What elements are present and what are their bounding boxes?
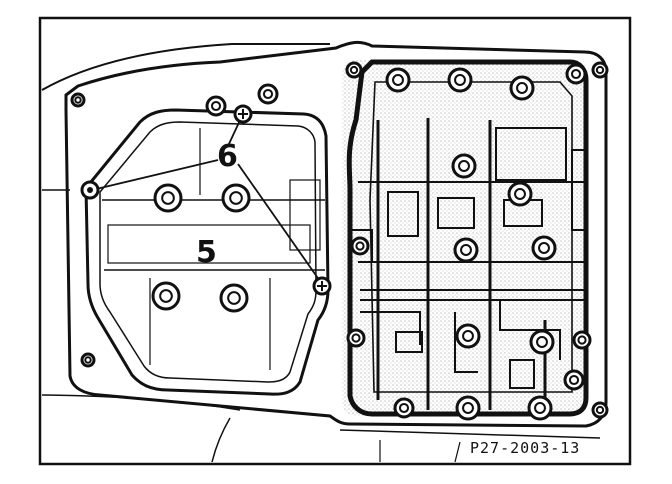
bolt-boss <box>385 67 411 93</box>
bolt-bosses <box>70 61 609 421</box>
bolt-boss <box>447 67 473 93</box>
bolt-boss <box>591 401 609 419</box>
bolt-boss <box>563 369 585 391</box>
bolt-boss <box>80 352 96 368</box>
bolt-boss <box>151 281 181 311</box>
bolt-boss <box>507 181 533 207</box>
bolt-boss <box>451 153 477 179</box>
bolt-boss <box>591 61 609 79</box>
bolt-boss <box>205 95 227 117</box>
screw-right <box>312 276 332 296</box>
bolt-boss <box>393 397 415 419</box>
bolt-boss <box>453 237 479 263</box>
bolt-boss <box>455 395 481 421</box>
figure-reference: P27-2003-13 <box>470 439 580 457</box>
filter-screws <box>80 104 332 296</box>
bolt-boss <box>565 63 587 85</box>
callout-label-screws: 6 <box>217 139 238 174</box>
bolt-boss <box>219 283 249 313</box>
bolt-boss <box>257 83 279 105</box>
bolt-boss <box>346 328 366 348</box>
bolt-boss <box>531 235 557 261</box>
bolt-boss <box>70 92 86 108</box>
bolt-boss <box>350 236 370 256</box>
valve-body-channels <box>352 118 587 412</box>
bolt-boss <box>455 323 481 349</box>
bolt-boss <box>527 395 553 421</box>
bolt-boss <box>153 183 183 213</box>
bolt-boss <box>221 183 251 213</box>
figure-frame <box>38 16 632 466</box>
bolt-boss <box>572 330 592 350</box>
bolt-boss <box>509 75 535 101</box>
oil-filter-strainer <box>84 108 330 396</box>
screw-top <box>233 104 253 124</box>
callout-label-filter: 5 <box>196 235 217 270</box>
bolt-boss <box>529 329 555 355</box>
screw-left <box>80 180 100 200</box>
bolt-boss <box>345 61 363 79</box>
